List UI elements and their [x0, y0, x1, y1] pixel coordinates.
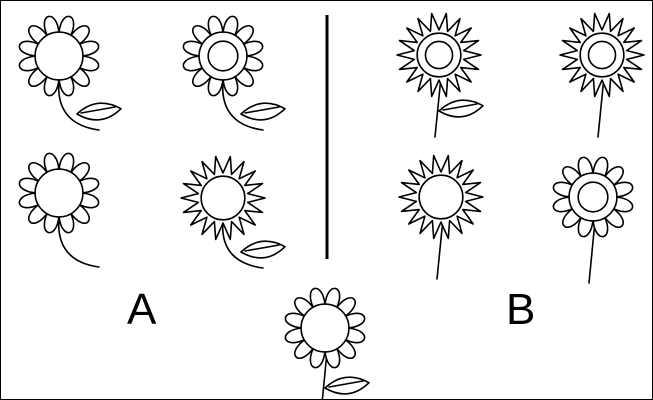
stem	[436, 218, 444, 280]
round-petals	[552, 156, 634, 238]
leaf-vein	[80, 106, 116, 114]
stem	[434, 76, 442, 138]
inner-center-ring	[577, 181, 609, 213]
stem	[221, 79, 264, 131]
round-petals	[182, 15, 264, 97]
stem	[321, 351, 328, 399]
flower-4	[180, 155, 286, 269]
leaf-vein	[442, 103, 478, 111]
flower-5	[396, 12, 484, 138]
stem	[588, 220, 596, 284]
stem	[57, 79, 100, 131]
round-petals	[284, 287, 366, 369]
group-b-label: B	[506, 285, 536, 334]
leaf	[324, 376, 370, 395]
round-petals	[18, 152, 100, 234]
flowers-layer	[18, 12, 645, 399]
stem	[221, 219, 264, 269]
flower-7	[398, 154, 484, 280]
leaf-vein	[244, 244, 280, 252]
flower-6	[559, 12, 645, 138]
leaf	[240, 240, 286, 259]
flower-3	[18, 152, 100, 268]
leaf	[240, 102, 286, 121]
flower-center	[34, 31, 84, 81]
flower-9	[284, 287, 370, 399]
stem	[57, 216, 100, 268]
flower-1	[18, 15, 122, 131]
flower-2	[182, 15, 286, 131]
leaf-vein	[328, 380, 364, 388]
stem	[597, 76, 605, 138]
flower-center	[200, 175, 246, 221]
inner-center-ring	[207, 40, 239, 72]
leaf-vein	[244, 106, 280, 114]
leaf	[76, 102, 122, 121]
inner-center-ring	[424, 40, 454, 70]
inner-center-ring	[587, 40, 617, 70]
leaf	[438, 99, 484, 118]
flower-center	[34, 168, 84, 218]
round-petals	[18, 15, 100, 97]
flower-8	[552, 156, 634, 284]
flower-center	[300, 303, 350, 353]
flower-center	[418, 174, 464, 220]
group-a-label: A	[127, 285, 157, 334]
